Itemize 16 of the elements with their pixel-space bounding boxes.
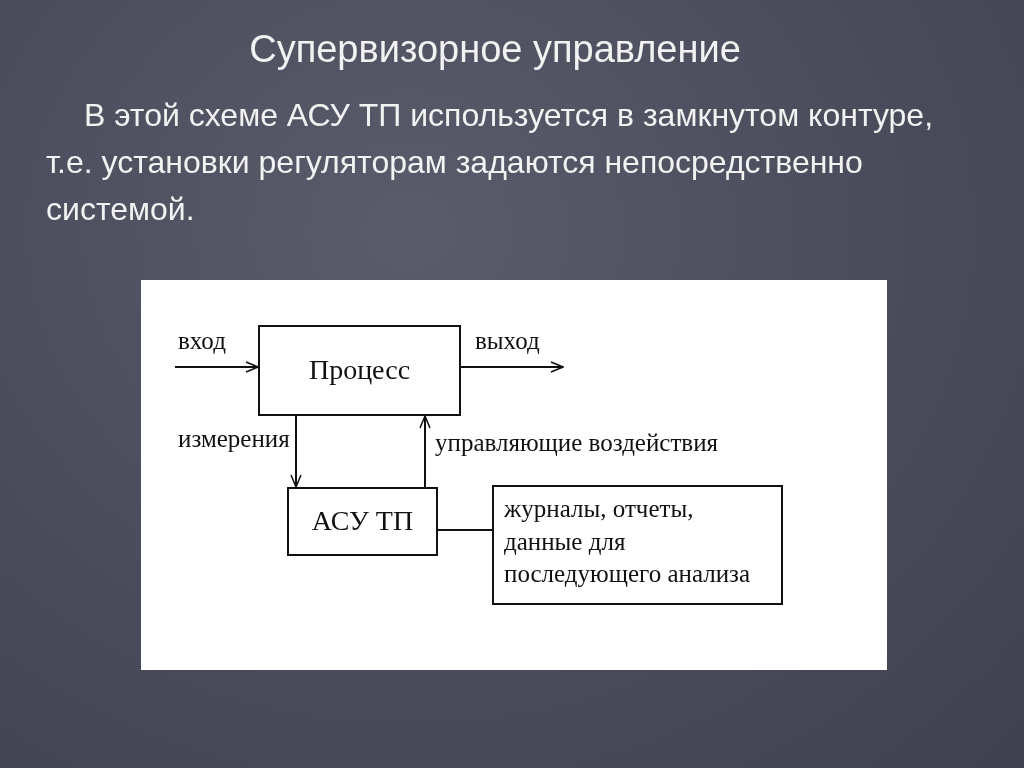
- process-box: [287, 487, 438, 556]
- description-paragraph: В этой схеме АСУ ТП используется в замкнутом контуре, т.е. установки регуляторам задаются непосредственно системой.: [46, 96, 934, 229]
- box-label: журналы, отчеты, данные для последующего анализа: [504, 494, 752, 589]
- arrow: [460, 361, 564, 373]
- edge-label: вход: [178, 326, 227, 356]
- arrow: [419, 415, 431, 488]
- arrow: [174, 361, 259, 373]
- box-label: Процесс: [308, 353, 411, 388]
- process-box: [258, 325, 461, 416]
- arrow: [290, 415, 302, 488]
- box-label: АСУ ТП: [311, 504, 414, 539]
- slide-title: Супервизорное управление: [248, 28, 742, 71]
- edge-label: выход: [475, 326, 541, 356]
- edge-label: управляющие воздействия: [435, 428, 720, 458]
- process-box: [492, 485, 783, 605]
- edge-label: измерения: [178, 424, 290, 454]
